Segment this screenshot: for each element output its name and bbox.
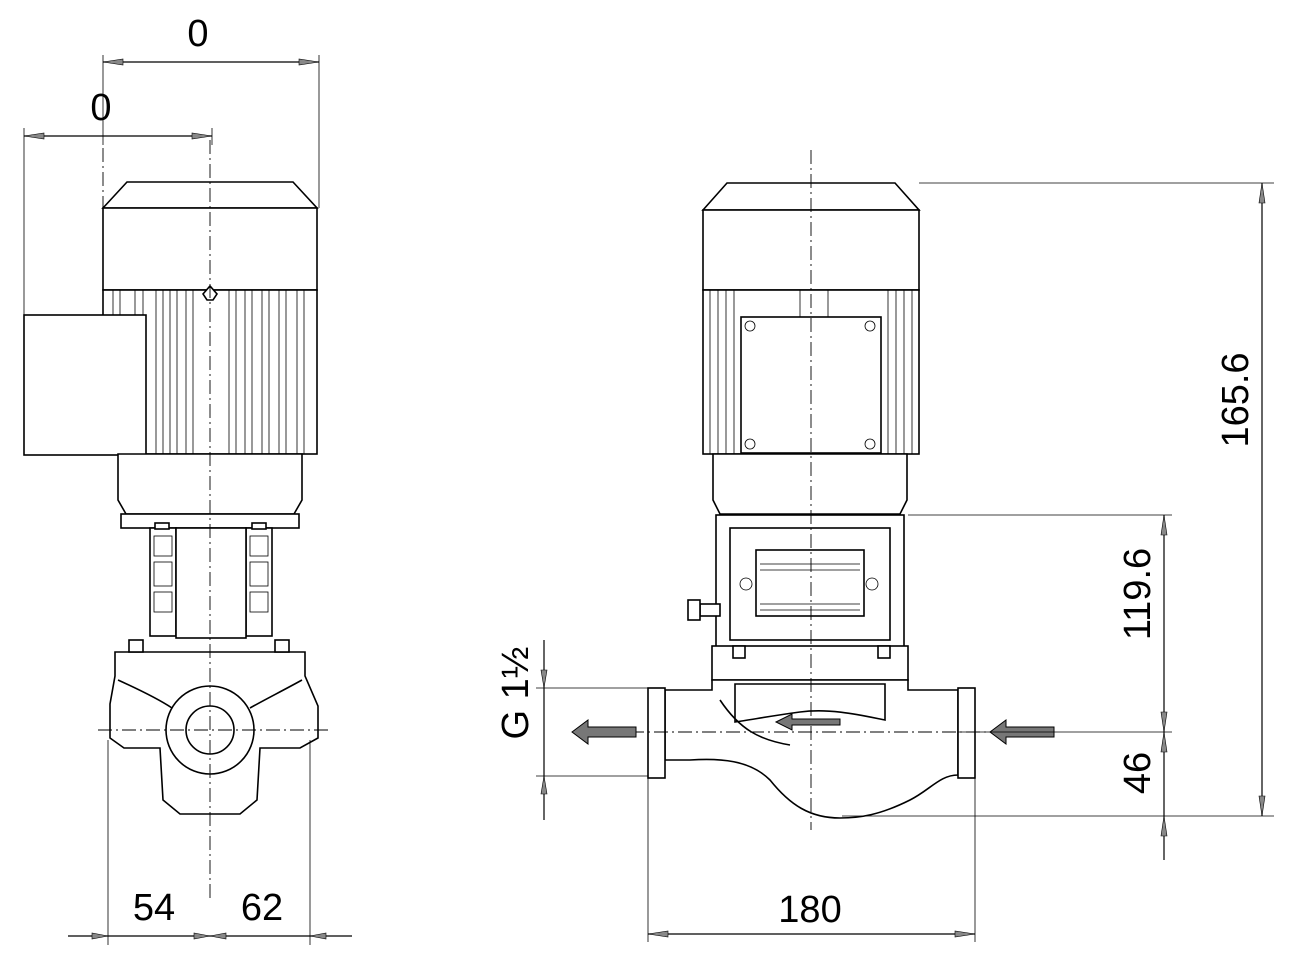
side-view-dimensions: 0 0 54 62 <box>23 13 352 945</box>
dim-port-to-port: 180 <box>778 889 841 931</box>
side-view <box>23 140 330 900</box>
internal-flow-arrow <box>774 713 841 731</box>
dim-connection-size: G 1½ <box>495 647 537 740</box>
dim-top-width: 0 <box>187 13 208 55</box>
dim-pipe-centre-height: 46 <box>1117 752 1159 794</box>
front-view-dimensions: 165.6 119.6 46 180 G 1½ <box>495 182 1274 942</box>
dim-terminal-offset: 0 <box>90 87 111 129</box>
dim-overall-height: 165.6 <box>1215 352 1257 447</box>
front-view <box>630 150 1010 830</box>
outlet-flow-arrow <box>571 719 637 745</box>
dim-right-width: 62 <box>241 887 283 929</box>
dim-flange-height: 119.6 <box>1117 548 1159 640</box>
dim-left-width: 54 <box>133 887 175 929</box>
